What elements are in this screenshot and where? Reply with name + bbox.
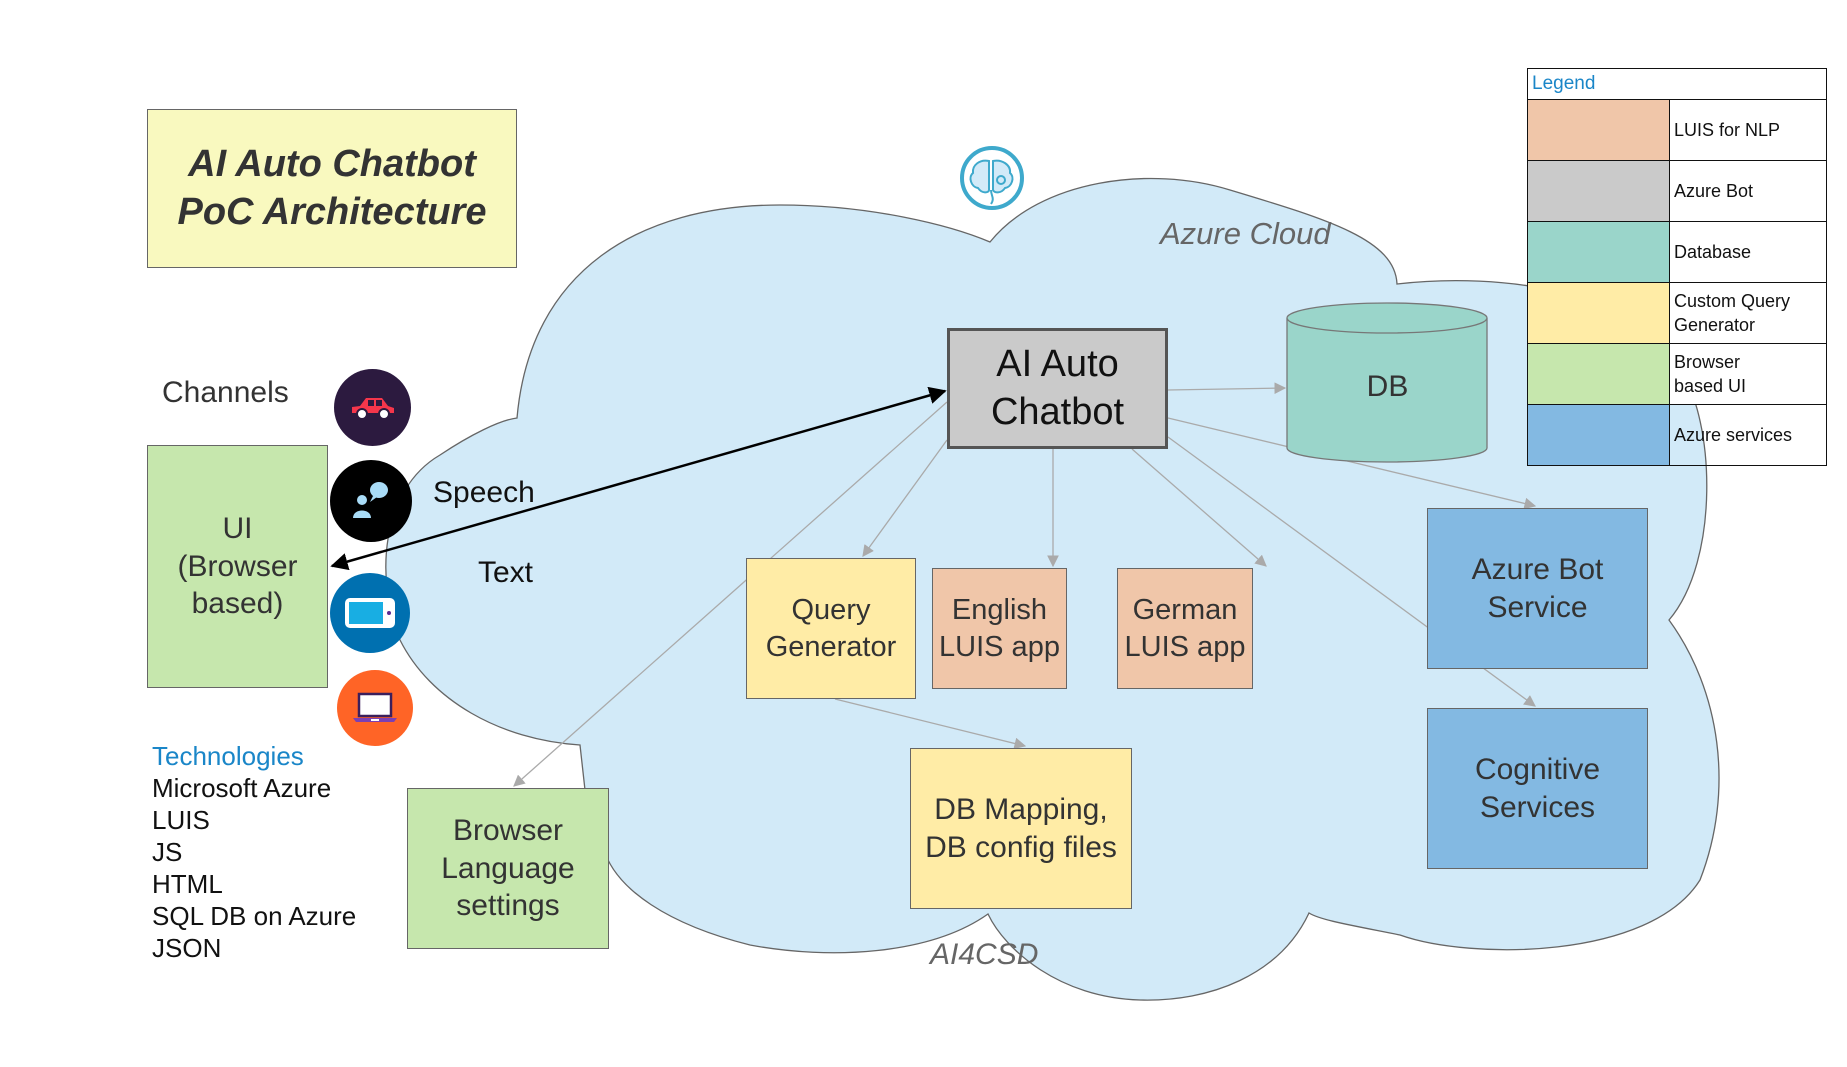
bot-line-1: Azure Bot — [1471, 553, 1604, 586]
legend-row: Database — [1527, 221, 1827, 283]
de-line-2: LUIS app — [1124, 630, 1246, 663]
dbm-line-2: DB config files — [925, 830, 1117, 864]
edge-ui-chatbot — [330, 386, 947, 571]
qg-line-2: Generator — [765, 630, 897, 663]
db-cylinder[interactable] — [1286, 302, 1488, 463]
legend-label: LUIS for NLP — [1674, 120, 1781, 140]
technologies-heading: Technologies — [152, 741, 304, 771]
speech-label: Speech — [433, 476, 535, 509]
en-line-1: English — [951, 594, 1048, 627]
technology-item: JSON — [152, 933, 222, 963]
legend-swatch — [1527, 404, 1670, 466]
ui-line-3: based) — [191, 587, 284, 621]
edge-chatbot-german — [1131, 448, 1267, 567]
bl-line-3: settings — [456, 889, 560, 923]
qg-line-1: Query — [791, 594, 871, 627]
dbm-line-1: DB Mapping, — [934, 793, 1108, 826]
text-label: Text — [478, 556, 534, 589]
ui-line-1: UI — [222, 512, 253, 546]
title-line-2: PoC Architecture — [177, 190, 487, 233]
bl-line-2: Language — [441, 851, 575, 885]
de-line-1: German — [1132, 594, 1238, 627]
technology-item: JS — [152, 837, 183, 867]
chatbot-line-2: Chatbot — [990, 390, 1125, 433]
db-mapping-node[interactable]: DB Mapping, DB config files — [910, 748, 1132, 909]
legend-row: Browser based UI — [1527, 343, 1827, 405]
bl-line-1: Browser — [452, 814, 563, 848]
cog-line-2: Services — [1479, 790, 1596, 824]
edge-query-generator-db-mapping — [834, 698, 1027, 750]
ui-browser-node[interactable]: UI(Browser based) — [147, 445, 328, 688]
tablet-icon[interactable] — [330, 573, 410, 653]
db-label: DB — [1366, 370, 1409, 403]
laptop-icon[interactable] — [337, 670, 413, 746]
bot-line-2: Service — [1487, 590, 1588, 624]
legend-label: Browser — [1674, 352, 1741, 372]
legend-swatch — [1527, 221, 1670, 283]
legend-label-2: Generator — [1674, 315, 1756, 335]
technologies-list: Technologies Microsoft Azure LUIS JS HTM… — [152, 740, 356, 964]
edge-chatbot-azure-bot — [1167, 417, 1537, 510]
brain-gear-icon — [960, 146, 1024, 210]
legend-label: Azure Bot — [1674, 181, 1754, 201]
technology-item: SQL DB on Azure — [152, 901, 357, 931]
ai4csd-label: AI4CSD — [930, 938, 1039, 971]
legend-row: Azure Bot — [1527, 160, 1827, 222]
title-line-1: AI Auto Chatbot — [188, 143, 476, 185]
technology-item: HTML — [152, 869, 223, 899]
legend-row: LUIS for NLP — [1527, 99, 1827, 161]
ui-line-2: (Browser — [177, 549, 298, 583]
chatbot-line-1: AI Auto — [996, 343, 1119, 385]
legend-label: Azure services — [1674, 425, 1793, 445]
channels-label: Channels — [162, 376, 289, 409]
technology-item: LUIS — [152, 805, 210, 835]
legend-swatch — [1527, 160, 1670, 222]
edge-chatbot-db — [1167, 382, 1287, 395]
legend: Legend LUIS for NLP Azure Bot Database C… — [1527, 68, 1827, 466]
car-icon[interactable] — [334, 369, 411, 446]
legend-label: Database — [1674, 242, 1752, 262]
legend-label-2: based UI — [1674, 376, 1747, 396]
legend-label: Custom Query — [1674, 291, 1791, 311]
speech-person-icon[interactable] — [330, 460, 412, 542]
azure-cloud-label: Azure Cloud — [1160, 216, 1331, 251]
legend-swatch — [1527, 99, 1670, 161]
legend-swatch — [1527, 282, 1670, 344]
cog-line-1: Cognitive — [1474, 753, 1601, 786]
en-line-2: LUIS app — [939, 630, 1060, 663]
legend-heading: Legend — [1527, 68, 1827, 100]
legend-row: Azure services — [1527, 404, 1827, 466]
legend-swatch — [1527, 343, 1670, 405]
technology-item: Microsoft Azure — [152, 773, 332, 803]
